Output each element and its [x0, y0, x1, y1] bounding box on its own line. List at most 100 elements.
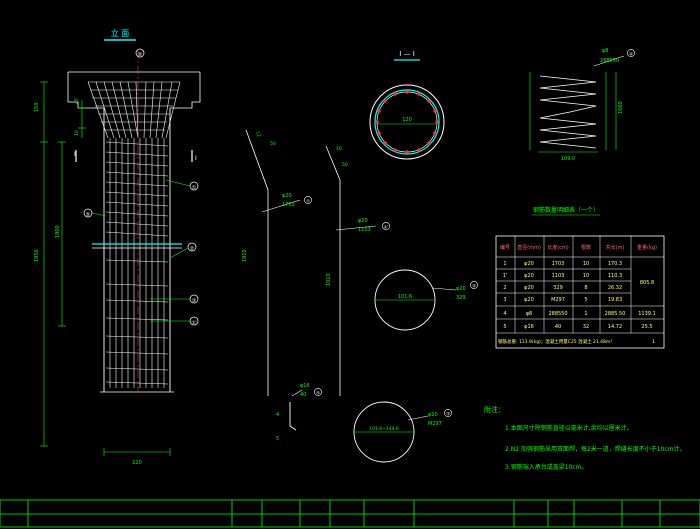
svg-text:8: 8	[584, 285, 587, 291]
section-outer	[369, 84, 445, 160]
svg-text:φ20: φ20	[524, 297, 534, 303]
svg-text:120: 120	[402, 117, 412, 123]
table-row: 5 φ16 40 32 14.72 25.5	[503, 324, 652, 330]
section-spiral	[374, 89, 440, 155]
svg-text:14.72: 14.72	[608, 324, 622, 330]
svg-text:②: ②	[190, 246, 195, 252]
svg-text:26.32: 26.32	[608, 285, 622, 291]
svg-text:φ16: φ16	[300, 383, 310, 389]
svg-text:①: ①	[306, 199, 310, 205]
svg-text:④: ④	[629, 52, 633, 58]
svg-text:10: 10	[74, 130, 80, 136]
svg-text:③: ③	[192, 298, 196, 304]
svg-text:φ16: φ16	[524, 324, 534, 330]
svg-text:①': ①'	[191, 320, 196, 326]
svg-text:φ8: φ8	[602, 48, 608, 54]
svg-text:4: 4	[503, 311, 506, 317]
svg-text:40: 40	[300, 392, 306, 398]
svg-text:1703: 1703	[552, 261, 565, 267]
svg-text:5: 5	[276, 436, 279, 442]
svg-text:45: 45	[74, 98, 80, 104]
svg-text:φ20: φ20	[428, 412, 438, 418]
svg-text:1103: 1103	[552, 273, 565, 279]
table-row: 2 φ20 329 8 26.32	[503, 285, 622, 291]
table-grid	[496, 236, 664, 334]
section-bars	[375, 90, 439, 154]
svg-text:10: 10	[583, 273, 589, 279]
svg-text:重量(kg): 重量(kg)	[637, 244, 657, 251]
elevation-view: 立 面	[34, 28, 201, 466]
svg-text:5: 5	[584, 297, 587, 303]
svg-text:110.3: 110.3	[608, 273, 622, 279]
svg-text:1703: 1703	[282, 202, 295, 208]
svg-text:编号: 编号	[500, 244, 510, 251]
bar5-shape	[289, 402, 297, 431]
svg-text:⑤: ⑤	[86, 212, 90, 218]
svg-text:1950: 1950	[34, 249, 40, 262]
svg-text:⑤: ⑤	[316, 391, 320, 397]
svg-text:4: 4	[276, 412, 279, 418]
svg-text:170.3: 170.3	[608, 261, 622, 267]
svg-text:1010: 1010	[326, 273, 332, 286]
svg-text:12: 12	[254, 131, 262, 139]
svg-text:25.5: 25.5	[641, 324, 652, 330]
cap-outline-left	[67, 72, 104, 109]
table-total: 钢筋总重: 113.9(kg)；混凝土用量C25 混凝土 21.48m³	[498, 338, 612, 345]
svg-text:1': 1'	[503, 273, 508, 279]
svg-text:329: 329	[456, 295, 466, 301]
svg-text:⑤: ⑤	[138, 52, 142, 58]
notes: 附注： 1.本图尺寸除钢筋直径以毫米计,余均以厘米计。 2.N2 加强钢筋采用双…	[484, 405, 686, 471]
bar-details: 12 50 φ20 1703 ① 1910 10 50 φ20 1103 ①' …	[242, 129, 478, 463]
cap-outline-right	[170, 72, 201, 109]
longitudinal-bars	[109, 138, 165, 388]
svg-text:根数: 根数	[581, 244, 591, 251]
svg-text:φ20: φ20	[358, 218, 368, 224]
svg-text:M297: M297	[551, 297, 565, 303]
elevation-title: 立 面	[111, 28, 130, 38]
svg-text:101.6~144.6: 101.6~144.6	[369, 426, 399, 432]
bottom-dim: 120	[132, 460, 142, 466]
svg-text:φ20: φ20	[456, 286, 466, 292]
svg-text:329: 329	[553, 285, 563, 291]
svg-text:50: 50	[270, 141, 276, 147]
note-1: 1.本图尺寸除钢筋直径以毫米计,余均以厘米计。	[505, 424, 633, 432]
spiral-detail: 109.0 1660 φ8 288550 ④	[529, 48, 635, 162]
svg-text:109.0: 109.0	[561, 156, 575, 162]
svg-text:共长(m): 共长(m)	[606, 244, 625, 251]
weight-merged: 805.8	[640, 280, 654, 286]
svg-text:φ20: φ20	[282, 193, 292, 199]
note-2: 2.N2 加强钢筋采用双面焊，每2米一道，焊缝长度不小于10cm计。	[505, 445, 686, 453]
svg-text:2885.50: 2885.50	[605, 311, 626, 317]
svg-text:1910: 1910	[242, 249, 248, 262]
svg-text:1660: 1660	[618, 101, 624, 114]
svg-text:1900: 1900	[55, 225, 61, 238]
svg-text:1103: 1103	[358, 227, 371, 233]
svg-text:1: 1	[503, 261, 506, 267]
svg-text:40: 40	[555, 324, 561, 330]
elevation-callouts: ⑤ ① ② ③ ①' ⑤	[83, 48, 199, 326]
bar1-shape	[245, 129, 269, 396]
svg-text:2: 2	[503, 285, 506, 291]
svg-text:③: ③	[446, 412, 450, 418]
svg-text:5: 5	[503, 324, 506, 330]
section-view: I — I 120	[369, 50, 445, 160]
svg-text:150: 150	[34, 102, 40, 112]
svg-text:1139.1: 1139.1	[638, 311, 656, 317]
table-title: 钢筋数量明细表（一个）	[533, 206, 599, 214]
svg-text:①: ①	[192, 185, 197, 191]
svg-text:32: 32	[583, 324, 589, 330]
svg-text:φ20: φ20	[524, 285, 534, 291]
svg-text:1: 1	[652, 339, 655, 345]
title-block	[0, 499, 700, 528]
svg-text:288550: 288550	[600, 58, 619, 64]
spiral-wraps	[105, 141, 169, 385]
svg-text:10: 10	[336, 146, 342, 152]
svg-text:M297: M297	[428, 421, 442, 427]
svg-text:直径(mm): 直径(mm)	[517, 244, 541, 251]
svg-text:19.83: 19.83	[608, 297, 622, 303]
